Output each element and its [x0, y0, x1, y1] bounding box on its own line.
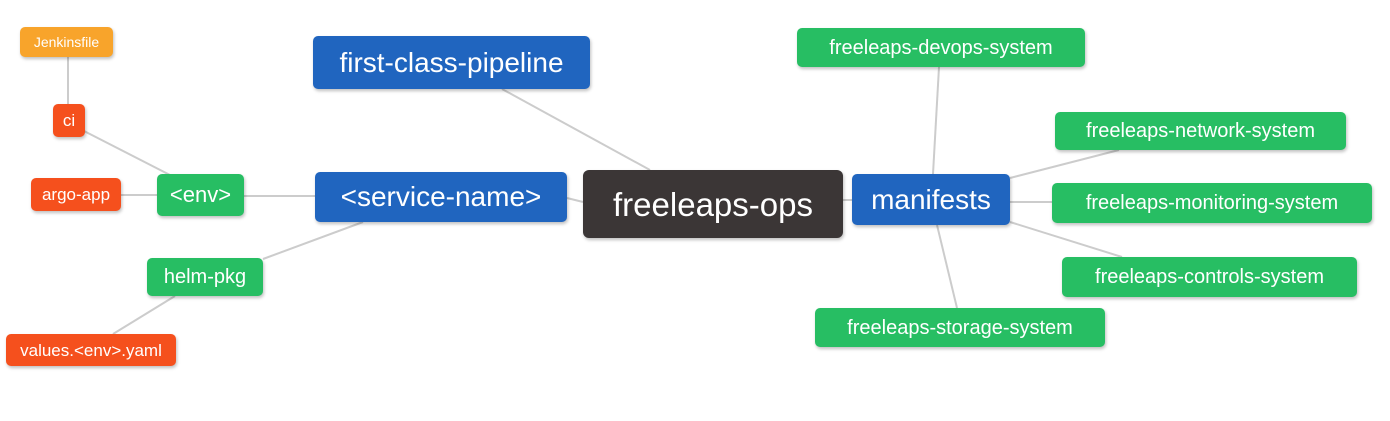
mindmap-node-jenkinsfile[interactable]: Jenkinsfile: [20, 27, 113, 57]
mindmap-node-freeleaps-ops[interactable]: freeleaps-ops: [583, 170, 843, 238]
edge-values-env-yaml-helm-pkg: [112, 295, 176, 335]
mindmap-node-helm-pkg[interactable]: helm-pkg: [147, 258, 263, 296]
edge-manifests-controls-system: [1009, 221, 1123, 258]
edge-manifests-network-system: [1009, 149, 1120, 179]
edge-manifests-devops-system: [932, 66, 940, 175]
mindmap-node-argo-app[interactable]: argo-app: [31, 178, 121, 211]
mindmap-node-values-env-yaml[interactable]: values.<env>.yaml: [6, 334, 176, 366]
mindmap-node-env[interactable]: <env>: [157, 174, 244, 216]
mindmap-node-monitoring-system[interactable]: freeleaps-monitoring-system: [1052, 183, 1372, 223]
edge-helm-pkg-service-name: [262, 221, 364, 260]
mindmap-node-controls-system[interactable]: freeleaps-controls-system: [1062, 257, 1357, 297]
mindmap-node-first-class-pipeline[interactable]: first-class-pipeline: [313, 36, 590, 89]
edge-manifests-storage-system: [936, 224, 958, 309]
mindmap-node-ci[interactable]: ci: [53, 104, 85, 137]
mindmap-node-devops-system[interactable]: freeleaps-devops-system: [797, 28, 1085, 67]
mindmap-node-manifests[interactable]: manifests: [852, 174, 1010, 225]
mindmap-node-network-system[interactable]: freeleaps-network-system: [1055, 112, 1346, 150]
edge-ci-env: [83, 130, 171, 176]
mindmap-node-storage-system[interactable]: freeleaps-storage-system: [815, 308, 1105, 347]
edge-first-class-pipeline-freeleaps-ops: [501, 88, 651, 171]
mindmap-node-service-name[interactable]: <service-name>: [315, 172, 567, 222]
edge-service-name-freeleaps-ops: [566, 197, 584, 203]
